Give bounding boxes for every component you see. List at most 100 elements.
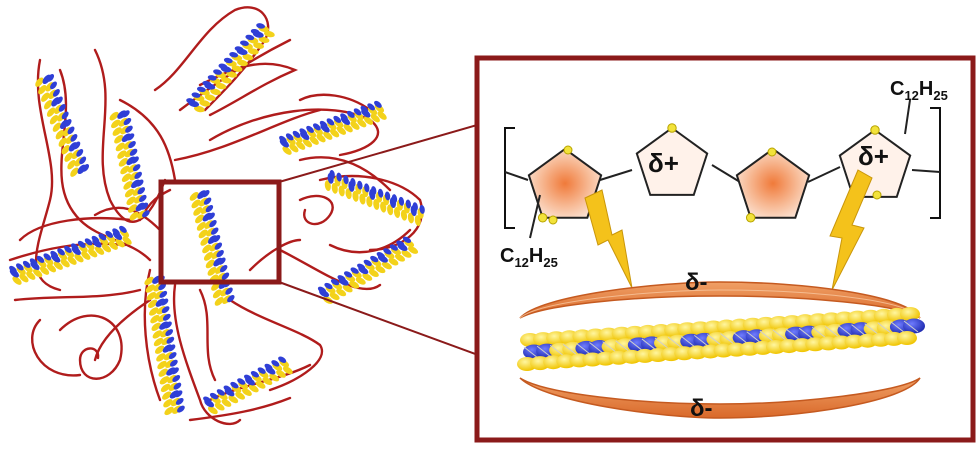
nanotube-unit bbox=[331, 182, 338, 194]
nanotube-unit bbox=[47, 73, 55, 82]
nanotube-unit bbox=[213, 69, 222, 75]
nanotube bbox=[186, 23, 275, 113]
nanotube-unit bbox=[112, 127, 122, 136]
nanotube-unit bbox=[150, 314, 160, 324]
nanotube-unit bbox=[152, 330, 162, 339]
nanotube-unit bbox=[216, 249, 224, 258]
polymer-chain bbox=[328, 228, 412, 254]
nanotube-unit bbox=[336, 126, 347, 135]
nanotube-unit bbox=[256, 23, 266, 29]
nanotube-unit bbox=[223, 385, 232, 393]
nanotube-unit bbox=[105, 230, 114, 238]
nanotube-unit bbox=[319, 120, 328, 128]
nanotube-unit bbox=[262, 377, 273, 386]
nanotube-unit bbox=[200, 237, 210, 246]
polymer-chain bbox=[118, 98, 177, 182]
nanotube-unit bbox=[124, 188, 135, 198]
nanotube-unit bbox=[368, 269, 379, 278]
nanotube-unit bbox=[101, 243, 112, 253]
nanotube-unit bbox=[29, 258, 38, 266]
nanotube-unit bbox=[38, 84, 47, 95]
nanotube-unit bbox=[366, 196, 373, 208]
nanotube-unit bbox=[140, 202, 149, 210]
charge-band-top bbox=[519, 281, 921, 319]
nanotube-unit bbox=[120, 165, 130, 175]
polymer-chain bbox=[153, 6, 270, 112]
nanotube-unit bbox=[412, 202, 418, 212]
nanotube-unit bbox=[296, 141, 306, 150]
polymer-chain bbox=[93, 298, 152, 362]
nanotube bbox=[9, 225, 132, 285]
polymer-chain bbox=[188, 396, 292, 422]
nanotube-unit bbox=[269, 373, 280, 382]
charge-band-bottom bbox=[519, 377, 921, 419]
nanotube-unit bbox=[202, 80, 212, 87]
delta-minus-bottom: δ- bbox=[690, 395, 713, 422]
nanotube-unit bbox=[384, 191, 391, 201]
nanotube-bond bbox=[877, 322, 893, 335]
nanotube-bond bbox=[733, 332, 748, 345]
nanotube-unit bbox=[81, 251, 91, 260]
nanotube-unit bbox=[108, 241, 118, 250]
nanotube-unit bbox=[164, 406, 174, 416]
polymer-chain bbox=[228, 298, 324, 392]
polymer-chain bbox=[18, 217, 132, 242]
nanotube-unit bbox=[375, 265, 386, 274]
nanotube-bond bbox=[563, 343, 578, 356]
nanotube-unit bbox=[250, 371, 259, 378]
nanotube-unit bbox=[216, 389, 225, 396]
nanotube-bond bbox=[536, 345, 552, 358]
polymer-chain bbox=[248, 238, 302, 272]
nanotube-unit bbox=[12, 276, 22, 285]
nanotube-unit bbox=[350, 178, 356, 187]
nanotube-unit bbox=[247, 48, 259, 55]
nanotube-unit bbox=[165, 329, 174, 337]
nanotube-unit bbox=[389, 244, 399, 251]
nanotube-unit bbox=[55, 129, 64, 140]
nanotube-unit bbox=[285, 133, 294, 141]
nanotube-bond bbox=[615, 340, 631, 353]
nanotube-unit bbox=[309, 136, 319, 145]
nanotube-bond bbox=[838, 325, 853, 337]
nanotube-unit bbox=[363, 116, 374, 125]
sulfur-atom bbox=[548, 215, 558, 225]
polymer-chain bbox=[198, 288, 217, 382]
nanotube bbox=[279, 100, 387, 155]
nanotube-unit bbox=[248, 384, 259, 393]
nanotube-unit bbox=[355, 277, 366, 285]
nanotube-unit bbox=[211, 227, 219, 235]
nanotube-unit bbox=[240, 40, 249, 46]
nanotube-unit bbox=[46, 107, 56, 117]
nanotube-unit bbox=[126, 196, 136, 206]
nanotube-unit bbox=[371, 186, 377, 196]
nanotube bbox=[144, 275, 185, 416]
nanotube-bond bbox=[680, 335, 696, 348]
nanotube-unit bbox=[220, 77, 232, 84]
nanotube-unit bbox=[139, 194, 147, 202]
nanotube-unit bbox=[196, 86, 206, 93]
sulfur-atom bbox=[870, 125, 880, 135]
nanotube-bond bbox=[785, 328, 801, 341]
nanotube-unit bbox=[67, 126, 75, 135]
nanotube-unit bbox=[128, 141, 136, 149]
nanotube-bond bbox=[720, 333, 735, 345]
nanotube-unit bbox=[131, 156, 139, 164]
thiophene-ring bbox=[635, 123, 709, 196]
nanotube-unit bbox=[225, 287, 233, 295]
nanotube-unit bbox=[282, 366, 293, 375]
nanotube bbox=[203, 356, 293, 415]
nanotube-unit bbox=[387, 204, 394, 216]
nanotube-unit bbox=[191, 92, 201, 98]
nanotube-unit bbox=[357, 180, 363, 190]
polymer-chain bbox=[173, 108, 322, 162]
nanotube-unit bbox=[175, 397, 184, 405]
nanotube-unit bbox=[153, 337, 164, 347]
nanotube-bond bbox=[903, 320, 919, 333]
nanotube-unit bbox=[357, 263, 366, 270]
nanotube-unit bbox=[122, 236, 132, 245]
nanotube-unit bbox=[15, 263, 24, 271]
nanotube-unit bbox=[209, 392, 219, 400]
nanotube-unit bbox=[235, 391, 246, 400]
nanotube-unit bbox=[398, 196, 405, 206]
nanotube-unit bbox=[313, 123, 321, 131]
